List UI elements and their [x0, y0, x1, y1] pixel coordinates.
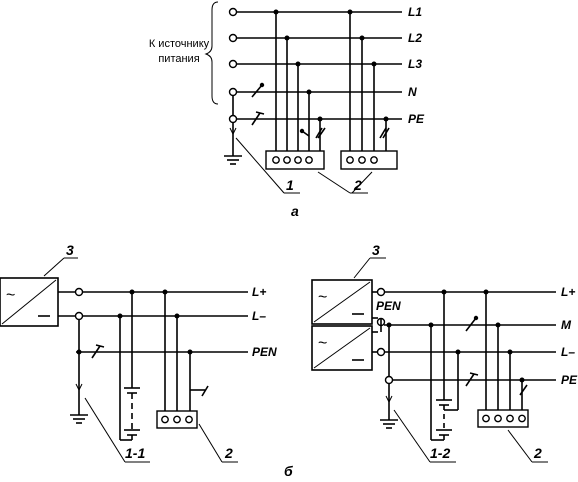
pe-break-mark [251, 112, 261, 126]
terminal-l1 [228, 7, 238, 17]
source-brace [204, 1, 219, 105]
converter-box-left [0, 277, 59, 327]
bus-label-l3: L3 [408, 57, 422, 71]
callout-1-2: 1-2 [430, 445, 450, 461]
callout-2-leader-a [317, 171, 351, 194]
caption-a: а [291, 203, 299, 219]
diagram-a: К источнику питания L1 L2 L3 N PE [149, 1, 425, 219]
bus-label-m-right: M [561, 318, 572, 332]
svg-text:~: ~ [318, 335, 327, 352]
bus-label-l2: L2 [408, 31, 422, 45]
terminal-pe [228, 114, 238, 124]
terminal-l3 [228, 59, 238, 69]
terminal-l2 [228, 33, 238, 43]
caption-b: б [284, 463, 293, 479]
diagram-b-right: ~ ~ 3 PEN L+ M L– PE [311, 242, 578, 463]
bus-label-lminus-left: L– [252, 309, 266, 323]
callout-1-1: 1-1 [125, 445, 145, 461]
diagram-b-left: ~ 3 L+ L– PEN [0, 242, 277, 463]
source-label-line2: питания [158, 53, 199, 65]
converter-number-right: 3 [372, 242, 380, 258]
converter-number-left: 3 [66, 242, 74, 258]
callout-2-left: 2 [224, 445, 233, 461]
svg-text:~: ~ [6, 287, 15, 304]
converter-box-right-bottom [311, 325, 373, 371]
pen-label-right: PEN [376, 299, 401, 313]
source-label-line1: К источнику [149, 38, 210, 50]
device-2-box-right [477, 409, 529, 428]
bus-label-lplus-right: L+ [561, 285, 575, 299]
bus-label-lminus-right: L– [561, 345, 575, 359]
bus-label-n: N [408, 85, 417, 99]
n-break-mark [251, 84, 263, 98]
bus-label-pen-left: PEN [252, 345, 277, 359]
bus-label-l1: L1 [408, 5, 422, 19]
callout-2-leader-b [351, 171, 373, 194]
callout-2-right: 2 [533, 445, 542, 461]
ground-tick [229, 127, 237, 136]
svg-text:~: ~ [318, 289, 327, 306]
bus-label-pe-right: PE [561, 373, 578, 387]
callout-2: 2 [353, 177, 362, 193]
callout-1-leader [235, 137, 285, 194]
converter-box-right-top [311, 279, 373, 325]
device-2-box [340, 150, 398, 170]
bus-label-lplus-left: L+ [252, 285, 266, 299]
callout-1: 1 [286, 177, 294, 193]
terminal-n [228, 87, 238, 97]
bus-label-pe: PE [408, 112, 425, 126]
